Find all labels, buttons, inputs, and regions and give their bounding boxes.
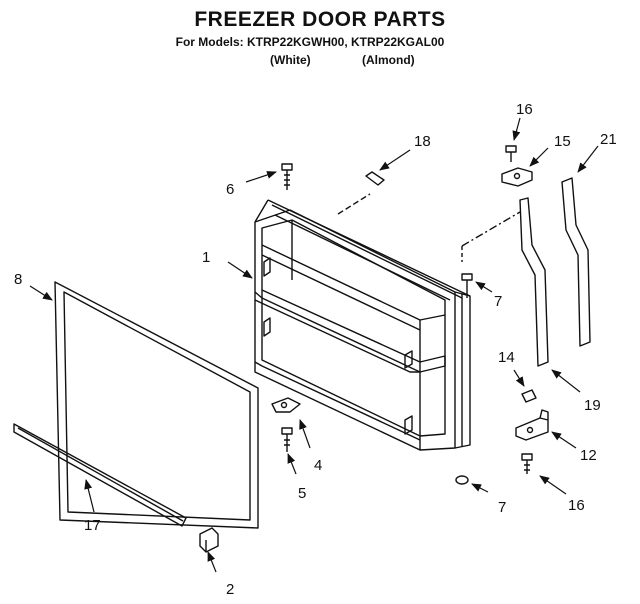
callout-12: 12 [580,447,597,464]
callout-19: 19 [584,397,601,414]
hinge-strip-part-19 [519,197,549,367]
callout-18: 18 [414,133,431,150]
callout-7-upper: 7 [494,293,502,310]
callout-8: 8 [14,271,22,288]
screw-part-5 [281,427,293,452]
callout-16-lower: 16 [568,497,585,514]
bottom-hinge-part-12 [515,409,549,441]
callout-14: 14 [498,349,515,366]
callout-4: 4 [314,457,322,474]
callout-2: 2 [226,581,234,598]
door-gasket-part [54,281,259,529]
screw-part-7-upper [461,273,473,298]
plug-part-7-lower [455,475,469,485]
callout-16-upper: 16 [516,101,533,118]
trim-strip-part [13,423,187,527]
callout-5: 5 [298,485,306,502]
callout-1: 1 [202,249,210,266]
callout-21: 21 [600,131,617,148]
screw-part-6 [281,163,293,190]
top-hinge-part-15 [501,167,533,187]
door-liner-part [254,199,471,451]
page-title: FREEZER DOOR PARTS [194,8,446,31]
screw-part-16-lower [521,453,533,474]
color-label-white: (White) [270,53,311,67]
hinge-bracket-part-4 [271,397,301,413]
callout-15: 15 [554,133,571,150]
alignment-line-upper [337,193,371,215]
label-part [365,171,385,186]
hinge-strip-part-21 [561,177,591,347]
color-label-almond: (Almond) [362,53,415,67]
callout-6: 6 [226,181,234,198]
callout-17: 17 [84,517,101,534]
clip-part [199,527,219,553]
models-line: For Models: KTRP22KGWH00, KTRP22KGAL00 [175,35,445,49]
callout-7-lower: 7 [498,499,506,516]
hinge-pin-part-14 [521,389,537,403]
leader-arrows [29,117,599,573]
alignment-line-hinge [461,211,521,247]
screw-part-16-upper [505,145,517,162]
